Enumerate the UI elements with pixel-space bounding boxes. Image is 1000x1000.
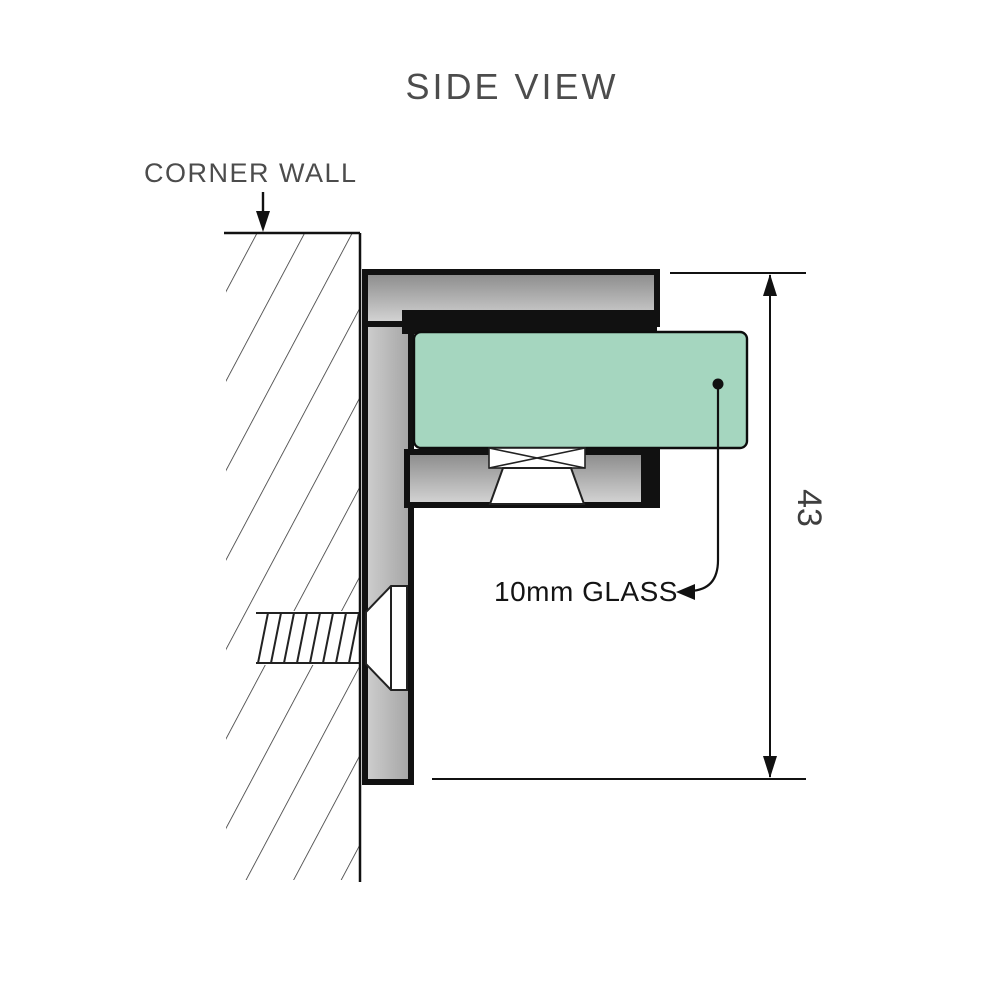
wall-hatching xyxy=(226,234,359,880)
bottom-gasket xyxy=(488,447,586,505)
middle-arm-end-cap xyxy=(641,452,657,505)
dimension-label: 43 xyxy=(790,489,828,527)
top-gasket-strip xyxy=(402,310,657,334)
corner-wall-callout: CORNER WALL xyxy=(144,158,358,232)
corner-wall-label: CORNER WALL xyxy=(144,158,358,188)
glass-label: 10mm GLASS xyxy=(494,576,678,607)
bracket-spine xyxy=(362,269,414,785)
dimension-43: 43 xyxy=(432,272,828,780)
down-arrow-icon xyxy=(256,211,270,232)
glass-panel xyxy=(412,330,749,450)
gasket-wedge xyxy=(488,467,586,505)
leader-line xyxy=(689,384,720,593)
screw-threads xyxy=(257,612,360,664)
wall-section xyxy=(224,231,360,880)
glass-callout: 10mm GLASS xyxy=(494,378,724,607)
dimension-arrow-up-icon xyxy=(763,274,777,296)
page-title: SIDE VIEW xyxy=(405,66,618,107)
fixing-screw xyxy=(254,585,408,691)
dimension-arrow-down-icon xyxy=(763,756,777,778)
gasket-cross-line-2 xyxy=(488,447,586,469)
leader-arrow-icon xyxy=(676,584,695,600)
